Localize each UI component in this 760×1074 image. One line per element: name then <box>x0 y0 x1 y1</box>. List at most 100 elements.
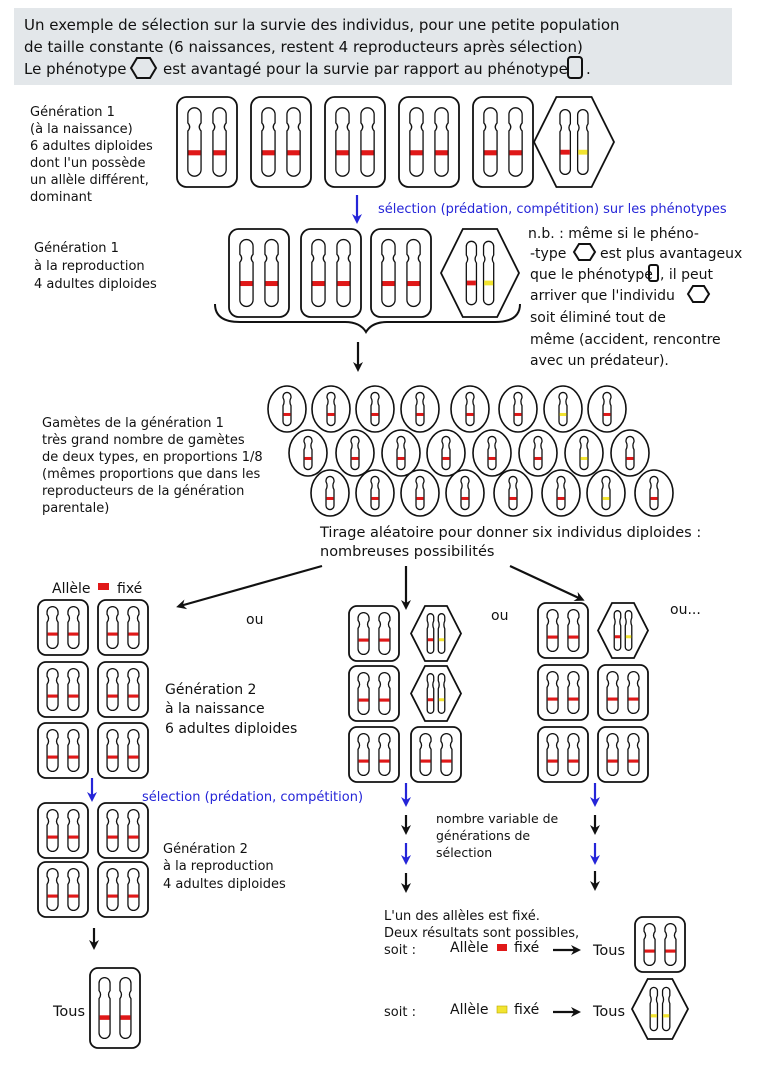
red-allele-band <box>466 412 474 416</box>
red-allele-band <box>240 281 253 287</box>
gamete-red <box>493 469 533 517</box>
red-allele-band <box>336 150 349 156</box>
chromosome <box>212 107 227 177</box>
individual-rectangle <box>348 726 400 783</box>
red-allele-band <box>607 759 618 763</box>
individual-rectangle <box>634 916 686 973</box>
red-allele-band <box>47 835 58 839</box>
chromosome <box>579 435 589 471</box>
red-allele-band <box>262 150 275 156</box>
chromosome <box>46 809 59 852</box>
red-allele-band <box>312 281 325 287</box>
individual-rectangle <box>37 861 89 918</box>
red-allele-band <box>337 281 350 287</box>
red-allele-band <box>107 894 118 898</box>
red-allele-band <box>371 412 379 416</box>
individual-hexagon <box>409 605 463 662</box>
chromosome <box>325 475 335 511</box>
chromosome <box>127 868 140 911</box>
chromosome <box>602 391 612 427</box>
svg-text:un allèle différent,: un allèle différent, <box>30 173 149 188</box>
red-allele-band <box>644 949 655 953</box>
chromosome <box>119 977 132 1039</box>
red-allele-band <box>327 412 335 416</box>
header-line-2: de taille constante (6 naissances, reste… <box>24 38 583 56</box>
gamete-red <box>587 385 627 433</box>
chromosome <box>106 809 119 852</box>
svg-text:(à la naissance): (à la naissance) <box>30 122 133 137</box>
svg-text:4 adultes diploides: 4 adultes diploides <box>163 877 286 892</box>
svg-text:Génération 2: Génération 2 <box>165 682 256 698</box>
chromosome <box>460 475 470 511</box>
svg-text:Génération 1: Génération 1 <box>34 241 119 256</box>
chromosome <box>415 391 425 427</box>
red-allele-band <box>358 698 369 702</box>
red-allele-band <box>568 759 579 763</box>
svg-text:Deux résultats sont possibles,: Deux résultats sont possibles, <box>384 926 579 941</box>
red-allele-band <box>107 632 118 636</box>
red-allele-band <box>466 280 476 286</box>
red-allele-band <box>68 632 79 636</box>
red-allele-band <box>397 456 405 460</box>
chromosome <box>370 391 380 427</box>
svg-text:de deux types, en proportions: de deux types, en proportions 1/8 <box>42 450 263 465</box>
header-line-3c: . <box>586 60 591 78</box>
chromosome <box>381 238 396 308</box>
yellow-allele-band <box>650 1014 657 1018</box>
svg-text:soit éliminé tout de: soit éliminé tout de <box>530 310 666 326</box>
red-allele-band <box>358 759 369 763</box>
individual-rectangle <box>37 802 89 859</box>
or-label-2: ou <box>491 608 508 624</box>
red-allele-band <box>568 635 579 639</box>
individual-rectangle <box>97 802 149 859</box>
chromosome <box>127 729 140 772</box>
gamete-red <box>288 429 328 477</box>
chromosome <box>286 107 301 177</box>
chromosome <box>127 668 140 711</box>
or-label-3: ou... <box>670 602 701 618</box>
red-allele-band <box>379 698 390 702</box>
gamete-red <box>518 429 558 477</box>
gamete-red <box>450 385 490 433</box>
arrow-right-scenario <box>509 565 585 602</box>
red-allele-band <box>382 281 395 287</box>
svg-text:même (accident, rencontre: même (accident, rencontre <box>530 332 721 348</box>
red-allele-swatch <box>98 583 109 590</box>
svg-text:nombreuses possibilités: nombreuses possibilités <box>320 544 494 560</box>
svg-text:, il peut: , il peut <box>660 267 714 283</box>
selection-label-2: sélection (prédation, compétition) <box>142 790 363 805</box>
red-allele-band <box>128 632 139 636</box>
red-allele-band <box>107 694 118 698</box>
yellow-allele-band <box>484 280 494 286</box>
chromosome <box>559 109 572 175</box>
chromosome <box>46 729 59 772</box>
gamete-yellow <box>586 469 626 517</box>
chromosome <box>487 435 497 471</box>
red-allele-swatch <box>497 944 507 951</box>
gen1-repro-label: Génération 1 à la reproduction 4 adultes… <box>34 241 157 292</box>
individual-rectangle <box>537 726 589 783</box>
svg-text:très grand nombre de gamètes: très grand nombre de gamètes <box>42 433 245 448</box>
svg-text:générations de: générations de <box>436 828 530 843</box>
individual-rectangle <box>97 599 149 656</box>
allele-label-2: Allèle <box>450 1002 488 1018</box>
red-allele-band <box>628 697 639 701</box>
yellow-allele-band <box>438 698 445 702</box>
chromosome <box>335 107 350 177</box>
note-block: n.b. : même si le phéno- -type est plus … <box>528 226 742 369</box>
red-allele-band <box>534 456 542 460</box>
svg-text:arriver que l'individu: arriver que l'individu <box>530 288 675 304</box>
gamete-red <box>381 429 421 477</box>
chromosome <box>282 391 292 427</box>
svg-text:nombre variable de: nombre variable de <box>436 811 559 826</box>
gamete-yellow <box>543 385 583 433</box>
chromosome <box>378 672 391 715</box>
all-label-left: Tous <box>52 1004 85 1020</box>
svg-text:6 adultes diploides: 6 adultes diploides <box>165 721 297 737</box>
red-allele-band <box>128 894 139 898</box>
all-label-result-1: Tous <box>592 943 625 959</box>
chromosome <box>357 733 370 776</box>
svg-text:Tirage aléatoire pour donner s: Tirage aléatoire pour donner six individ… <box>319 525 701 541</box>
chromosome <box>649 986 659 1032</box>
red-allele-band <box>283 412 291 416</box>
